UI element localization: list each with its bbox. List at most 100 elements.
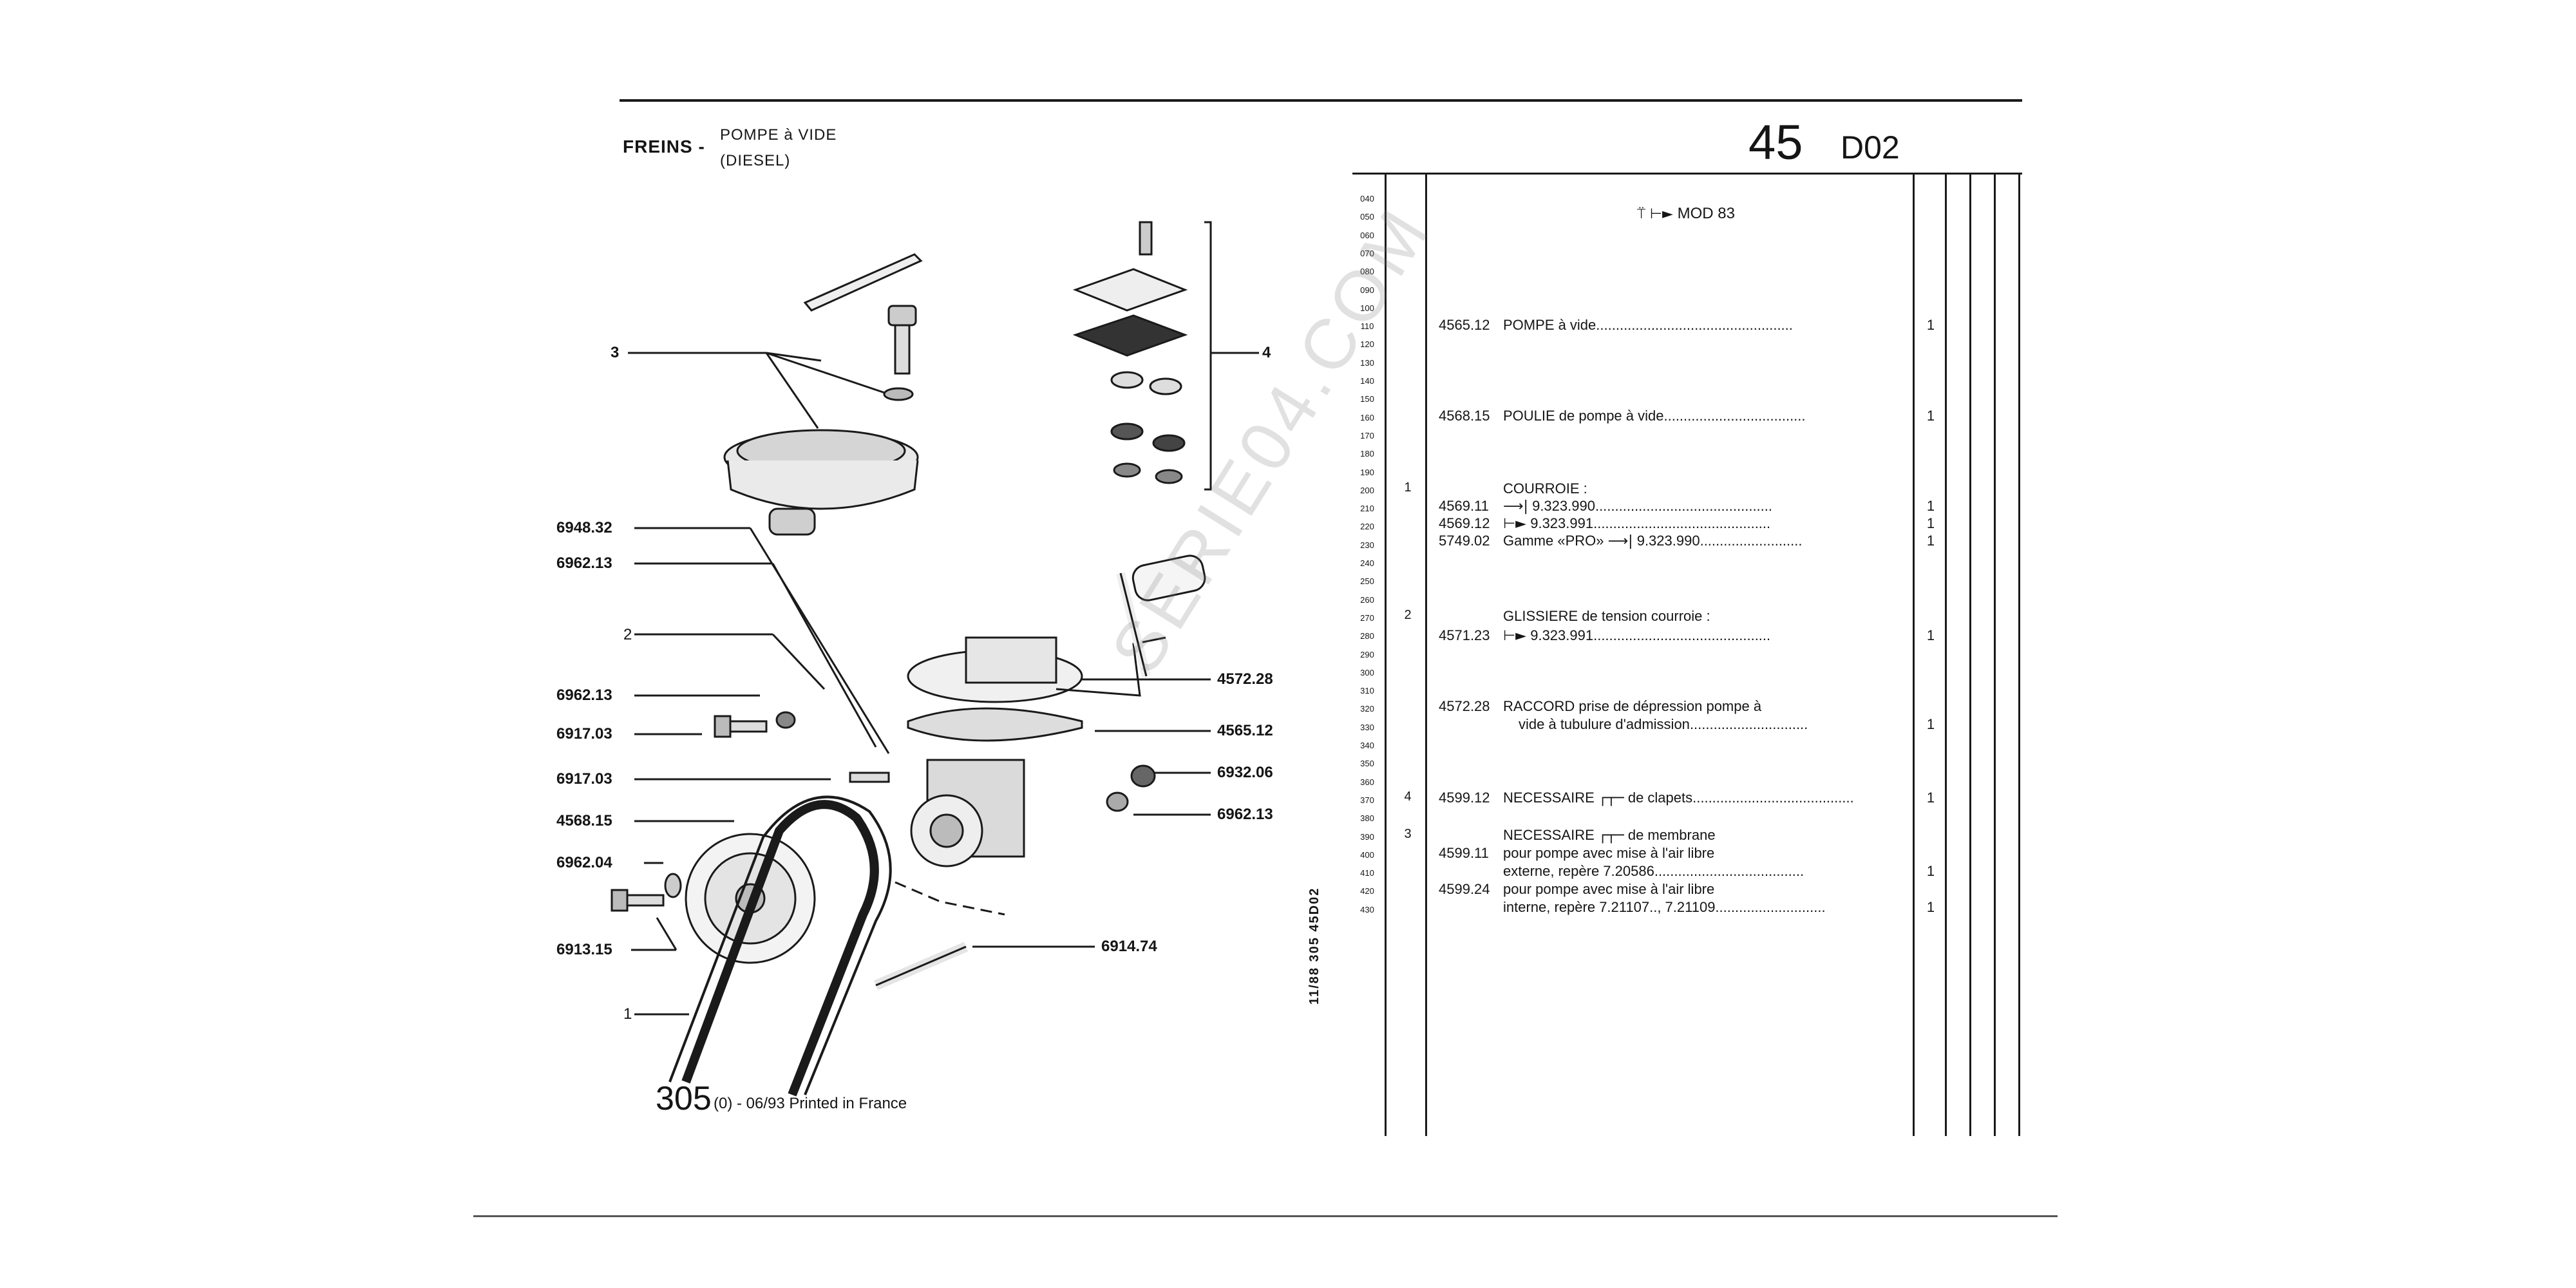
part-desc: GLISSIERE de tension courroie : bbox=[1503, 608, 1710, 624]
row-number: 100 bbox=[1360, 303, 1374, 313]
part-desc-text: 9.323.991...............................… bbox=[1530, 627, 1771, 643]
part-desc: pour pompe avec mise à l'air libre bbox=[1503, 845, 1715, 861]
part-ref: 4571.23 bbox=[1439, 627, 1490, 643]
label-6962-13-c: 6962.13 bbox=[1217, 806, 1273, 823]
from-arrow-icon: ⊢► bbox=[1503, 516, 1527, 532]
page-number: 45 bbox=[1748, 115, 1803, 170]
part-desc: interne, repère 7.21107.., 7.21109......… bbox=[1503, 899, 1826, 915]
subtitle-line-2: (DIESEL) bbox=[720, 152, 791, 169]
row-number: 260 bbox=[1360, 594, 1374, 605]
engine-symbol-icon: ⍡ bbox=[1637, 206, 1646, 222]
exploded-diagram bbox=[611, 221, 1259, 1097]
row-number: 300 bbox=[1360, 667, 1374, 677]
part-ref: 4569.11 bbox=[1439, 498, 1489, 514]
row-number: 120 bbox=[1360, 339, 1374, 350]
row-number: 320 bbox=[1360, 704, 1374, 714]
part-qty: 1 bbox=[1926, 498, 1935, 514]
part-repere: 4 bbox=[1404, 790, 1412, 804]
part-desc-text: NECESSAIRE bbox=[1503, 790, 1595, 806]
part-desc-with-symbol: ⊢► 9.323.991............................… bbox=[1503, 627, 1770, 644]
label-3: 3 bbox=[611, 344, 620, 361]
row-number: 050 bbox=[1360, 212, 1374, 222]
row-number: 290 bbox=[1360, 649, 1374, 659]
row-number: 110 bbox=[1360, 321, 1374, 332]
part-desc-with-symbol: Gamme «PRO» ⟶| 9.323.990................… bbox=[1503, 533, 1803, 549]
part-desc-with-symbol: NECESSAIRE ┌┬─ de membrane bbox=[1503, 827, 1716, 844]
part-qty: 1 bbox=[1926, 533, 1935, 549]
part-qty: 1 bbox=[1926, 627, 1935, 643]
part-desc: POULIE de pompe à vide..................… bbox=[1503, 408, 1806, 424]
row-number: 380 bbox=[1360, 813, 1374, 824]
row-number: 390 bbox=[1360, 831, 1374, 842]
applicability-row: ⍡ ⊢► MOD 83 bbox=[1637, 205, 1735, 223]
part-qty: 1 bbox=[1926, 790, 1935, 806]
part-desc: POMPE à vide............................… bbox=[1503, 317, 1793, 333]
page-code: D02 bbox=[1841, 129, 1900, 166]
table-col-line bbox=[1913, 173, 1915, 1136]
part-desc-text: NECESSAIRE bbox=[1503, 827, 1595, 843]
row-number: 130 bbox=[1360, 357, 1374, 368]
part-desc: pour pompe avec mise à l'air libre bbox=[1503, 881, 1715, 897]
row-number: 170 bbox=[1360, 430, 1374, 440]
table-col-line bbox=[1969, 173, 1971, 1136]
label-4: 4 bbox=[1262, 344, 1271, 361]
part-desc: externe, repère 7.20586.................… bbox=[1503, 863, 1804, 879]
row-number: 080 bbox=[1360, 267, 1374, 277]
label-6917-03-b: 6917.03 bbox=[556, 770, 612, 788]
table-col-line bbox=[1385, 173, 1387, 1136]
row-number: 140 bbox=[1360, 376, 1374, 386]
row-number: 090 bbox=[1360, 285, 1374, 295]
part-repere: 2 bbox=[1404, 608, 1412, 622]
label-4572-28: 4572.28 bbox=[1217, 670, 1273, 688]
row-number: 150 bbox=[1360, 394, 1374, 404]
row-number: 420 bbox=[1360, 886, 1374, 896]
part-repere: 1 bbox=[1404, 480, 1412, 495]
part-ref: 4568.15 bbox=[1439, 408, 1490, 424]
part-ref: 4565.12 bbox=[1439, 317, 1490, 333]
label-6917-03-a: 6917.03 bbox=[556, 725, 612, 743]
label-4568-15: 4568.15 bbox=[556, 812, 612, 829]
row-number: 240 bbox=[1360, 558, 1374, 568]
label-6913-15: 6913.15 bbox=[556, 941, 612, 958]
part-desc-text: Gamme «PRO» bbox=[1503, 533, 1604, 549]
label-6962-13-b: 6962.13 bbox=[556, 687, 612, 704]
row-number: 040 bbox=[1360, 194, 1374, 204]
label-6948-32: 6948.32 bbox=[556, 519, 612, 536]
part-desc-with-symbol: ⟶| 9.323.990............................… bbox=[1503, 498, 1772, 515]
label-2: 2 bbox=[623, 626, 632, 643]
part-desc: COURROIE : bbox=[1503, 480, 1587, 497]
part-desc: RACCORD prise de dépression pompe à bbox=[1503, 698, 1762, 714]
part-qty: 1 bbox=[1926, 408, 1935, 424]
row-number: 220 bbox=[1360, 522, 1374, 532]
row-number: 270 bbox=[1360, 612, 1374, 623]
part-ref: 4569.12 bbox=[1439, 515, 1490, 531]
part-desc-text: 9.323.990...............................… bbox=[1532, 498, 1773, 514]
part-ref: 5749.02 bbox=[1439, 533, 1490, 549]
label-6914-74: 6914.74 bbox=[1101, 938, 1157, 955]
bottom-rule bbox=[473, 1215, 2058, 1217]
part-ref: 4599.11 bbox=[1439, 845, 1489, 861]
row-number: 330 bbox=[1360, 722, 1374, 732]
up-to-arrow-icon: ⟶| bbox=[1503, 498, 1528, 515]
row-number: 070 bbox=[1360, 248, 1374, 258]
part-desc-with-symbol: ⊢► 9.323.991............................… bbox=[1503, 515, 1770, 532]
part-desc-with-symbol: NECESSAIRE ┌┬─ de clapets...............… bbox=[1503, 790, 1854, 806]
row-number: 230 bbox=[1360, 540, 1374, 550]
row-number: 360 bbox=[1360, 777, 1374, 787]
vertical-doc-code: 11/88 305 45D02 bbox=[1307, 887, 1321, 1005]
row-number: 190 bbox=[1360, 467, 1374, 477]
top-rule bbox=[620, 99, 2022, 102]
part-qty: 1 bbox=[1926, 515, 1935, 531]
section-title: FREINS - bbox=[623, 137, 705, 156]
subtitle-line-1: POMPE à VIDE bbox=[720, 126, 837, 144]
row-number: 400 bbox=[1360, 849, 1374, 860]
part-repere: 3 bbox=[1404, 827, 1412, 841]
row-number: 280 bbox=[1360, 631, 1374, 641]
part-desc: vide à tubulure d'admission.............… bbox=[1519, 716, 1808, 732]
row-number: 340 bbox=[1360, 741, 1374, 750]
row-number: 430 bbox=[1360, 904, 1374, 914]
label-6962-04: 6962.04 bbox=[556, 854, 612, 871]
label-4565-12: 4565.12 bbox=[1217, 722, 1273, 739]
part-qty: 1 bbox=[1926, 317, 1935, 333]
part-desc-text: 9.323.991...............................… bbox=[1530, 515, 1771, 531]
